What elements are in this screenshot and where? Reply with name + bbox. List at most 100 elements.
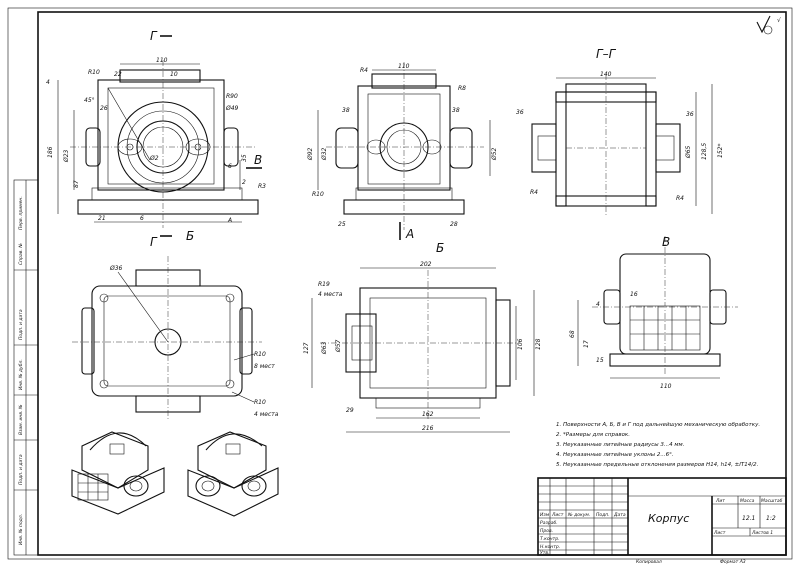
- dim-45deg: 45°: [84, 97, 95, 104]
- dim-17-v: 17: [583, 340, 590, 348]
- tb-razrab: Разраб.: [540, 520, 558, 526]
- isometric-view-1: [71, 431, 165, 515]
- section-gg-title: Г–Г: [596, 47, 617, 61]
- front-view: R10 22 110 10 45° R90 Ø49 26 4 186 Ø23 8…: [46, 29, 266, 249]
- tb-doc: № докум.: [567, 512, 590, 518]
- section-mark-b: Б: [186, 229, 194, 243]
- tb-nkontr: Н.контр.: [540, 544, 560, 550]
- view-b-title: Б: [436, 241, 444, 255]
- dim-4-v: 4: [596, 301, 600, 308]
- dim-127: 127: [303, 342, 310, 354]
- tb-sheets: Листов 1: [751, 530, 773, 536]
- dim-d52-side: Ø52: [491, 147, 498, 161]
- stamp-sprav: Справ. №: [18, 243, 24, 265]
- dim-r10: R10: [88, 69, 100, 76]
- section-mark-g-top: Г: [150, 29, 158, 43]
- title-block: Изм Лист № докум. Подп. Дата Разраб. Про…: [537, 477, 787, 565]
- note-5: 5. Неуказанные предельные отклонения раз…: [556, 462, 759, 468]
- note-1: 1. Поверхности А, Б, В и Г под дальнейшу…: [556, 422, 760, 428]
- dim-106: 106: [517, 338, 524, 350]
- view-v-title: В: [662, 235, 670, 249]
- side-view: R4 110 38 R8 38 Ø92 Ø32 R10 25 28 Ø52 А: [307, 62, 498, 241]
- outer-frame: [7, 7, 793, 560]
- tb-prov: Пров.: [540, 528, 553, 534]
- dim-36-left: 36: [516, 109, 524, 116]
- tb-izm: Изм: [540, 512, 550, 518]
- section-gg: Г–Г 140 36 36 Ø65 128,5 152* R4 R4: [516, 47, 724, 216]
- tb-list-col: Лист: [551, 512, 564, 518]
- dim-r10-top-b: R10: [254, 399, 266, 406]
- dim-2: 2: [242, 179, 246, 186]
- dim-87: 87: [73, 180, 80, 188]
- dim-4: 4: [46, 79, 50, 86]
- technical-notes: 1. Поверхности А, Б, В и Г под дальнейшу…: [556, 422, 760, 468]
- dim-d2: Ø2: [149, 155, 159, 162]
- dim-d32: Ø32: [321, 147, 328, 161]
- dim-15-v: 15: [596, 357, 604, 364]
- dim-4-mesta-b: 4 места: [318, 291, 343, 298]
- view-mark-a: А: [405, 227, 414, 241]
- dim-d92-left: Ø92: [307, 147, 314, 161]
- top-view: Ø36 R10 8 мест R10 4 места: [72, 256, 279, 420]
- dim-26: 26: [100, 105, 108, 112]
- dim-r19: R19: [318, 281, 330, 288]
- dim-d23: Ø23: [63, 149, 70, 163]
- dim-68: 68: [569, 330, 576, 338]
- isometric-view-2: [187, 431, 279, 517]
- dim-d63: Ø63: [321, 341, 328, 355]
- note-3: 3. Неуказанные литейные радиусы 3...4 мм…: [556, 442, 685, 448]
- view-b: Б 202 R19 4 места 127 Ø63 Ø57 106 128 29…: [303, 241, 542, 433]
- rib-grid: [630, 306, 700, 350]
- dim-4-mesta-top: 4 места: [254, 411, 279, 418]
- dim-r10-side: R10: [312, 191, 324, 198]
- dim-35: 35: [241, 154, 248, 162]
- isometric-rib-grid-1: [77, 473, 109, 501]
- tb-sign: Подп.: [596, 512, 610, 518]
- dim-21: 21: [98, 215, 106, 222]
- dim-110: 110: [156, 57, 168, 64]
- dim-38-right: 38: [452, 107, 460, 114]
- tb-copied: Копировал: [636, 559, 662, 565]
- dim-216: 216: [422, 425, 434, 432]
- dim-d57: Ø57: [335, 339, 342, 353]
- dim-r90: R90: [226, 93, 238, 100]
- stamp-podp-data: Подп. и дата: [18, 454, 24, 485]
- tb-lit: Лит: [715, 498, 725, 504]
- view-v: В 16 68 17 4 15 110: [569, 235, 738, 390]
- dim-r10-top-a: R10: [254, 351, 266, 358]
- dim-110-v: 110: [660, 383, 672, 390]
- dim-d49: Ø49: [225, 105, 239, 112]
- tb-date: Дата: [613, 512, 626, 518]
- dim-186: 186: [47, 146, 54, 158]
- left-stamp-strip: Инв. № подл. Подп. и дата Взам. инв. № И…: [13, 179, 39, 556]
- part-name: Корпус: [648, 512, 689, 525]
- dim-d36-top: Ø36: [109, 265, 123, 272]
- dim-10: 10: [170, 71, 178, 78]
- dim-6: 6: [228, 163, 232, 170]
- dim-25-side: 25: [338, 221, 346, 228]
- section-mark-g-bottom: Г: [150, 235, 158, 249]
- dim-d65: Ø65: [685, 145, 692, 159]
- tb-sheet: Лист: [713, 530, 726, 536]
- dim-22: 22: [114, 71, 122, 78]
- roughness-mark: √: [756, 15, 781, 35]
- note-4: 4. Неуказанные литейные уклоны 2...6°.: [556, 452, 674, 458]
- dim-6b: 6: [140, 215, 144, 222]
- dim-38-left: 38: [342, 107, 350, 114]
- dim-36-right: 36: [686, 111, 694, 118]
- stamp-perv: Перв. примен.: [18, 196, 24, 230]
- tb-format: Формат А3: [720, 559, 746, 565]
- tb-mass-header: Масса: [740, 498, 755, 504]
- stamp-inv-podl: Инв. № подл.: [18, 514, 24, 545]
- surface-mark-a-front: А: [227, 217, 232, 224]
- dim-r3: R3: [258, 183, 266, 190]
- section-mark-v: В: [254, 153, 262, 167]
- dim-202: 202: [420, 261, 432, 268]
- dim-16-v: 16: [630, 291, 638, 298]
- dim-r4-side: R4: [360, 67, 368, 74]
- roughness-symbol: √: [777, 17, 781, 24]
- dim-128-5: 128,5: [701, 143, 708, 160]
- dim-r8-side: R8: [458, 85, 466, 92]
- dim-140: 140: [600, 71, 612, 78]
